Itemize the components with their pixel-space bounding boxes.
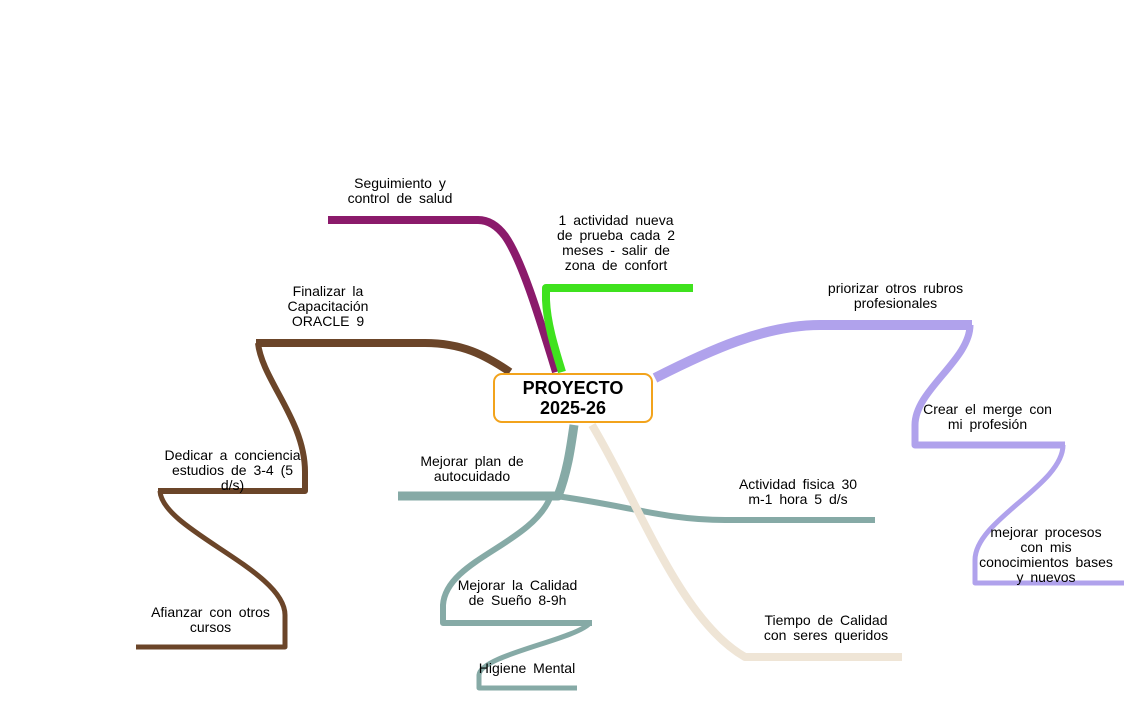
branch-procesos [972,444,1124,586]
central-topic[interactable]: PROYECTO 2025-26 [493,373,653,423]
branch-priorizar [652,320,972,383]
branch-seguimiento [328,216,560,374]
topic-sueno[interactable]: Mejorar la Calidad de Sueño 8-9h [457,577,578,608]
branch-oracle [256,339,513,376]
branch-tiempo [588,422,902,661]
branch-actividad-nueva [542,284,693,374]
topic-tiempo[interactable]: Tiempo de Calidad con seres queridos [763,612,889,643]
topic-seguimiento[interactable]: Seguimiento y control de salud [347,175,453,206]
branch-sueno [440,496,592,626]
topic-higiene[interactable]: Higiene Mental [478,660,576,676]
branch-dedicar [158,342,308,494]
topic-afianzar[interactable]: Afianzar con otros cursos [151,604,270,635]
branch-higiene [476,621,592,691]
topic-priorizar[interactable]: priorizar otros rubros profesionales [827,280,964,311]
topic-actividad-nueva[interactable]: 1 actividad nueva de prueba cada 2 meses… [557,212,675,273]
topic-oracle[interactable]: Finalizar la Capacitación ORACLE 9 [287,283,369,329]
branch-afianzar [136,490,288,650]
topic-actividad-fisica[interactable]: Actividad fisica 30 m-1 hora 5 d/s [738,476,858,507]
topic-dedicar[interactable]: Dedicar a conciencia estudios de 3-4 (5 … [164,447,301,493]
topic-autocuidado[interactable]: Mejorar plan de autocuidado [420,453,524,484]
branch-merge [911,324,1065,449]
topic-procesos[interactable]: mejorar procesos con mis conocimientos b… [979,524,1113,585]
topic-merge[interactable]: Crear el merge con mi profesión [923,401,1052,432]
branch-actividad-fisica [555,493,875,523]
